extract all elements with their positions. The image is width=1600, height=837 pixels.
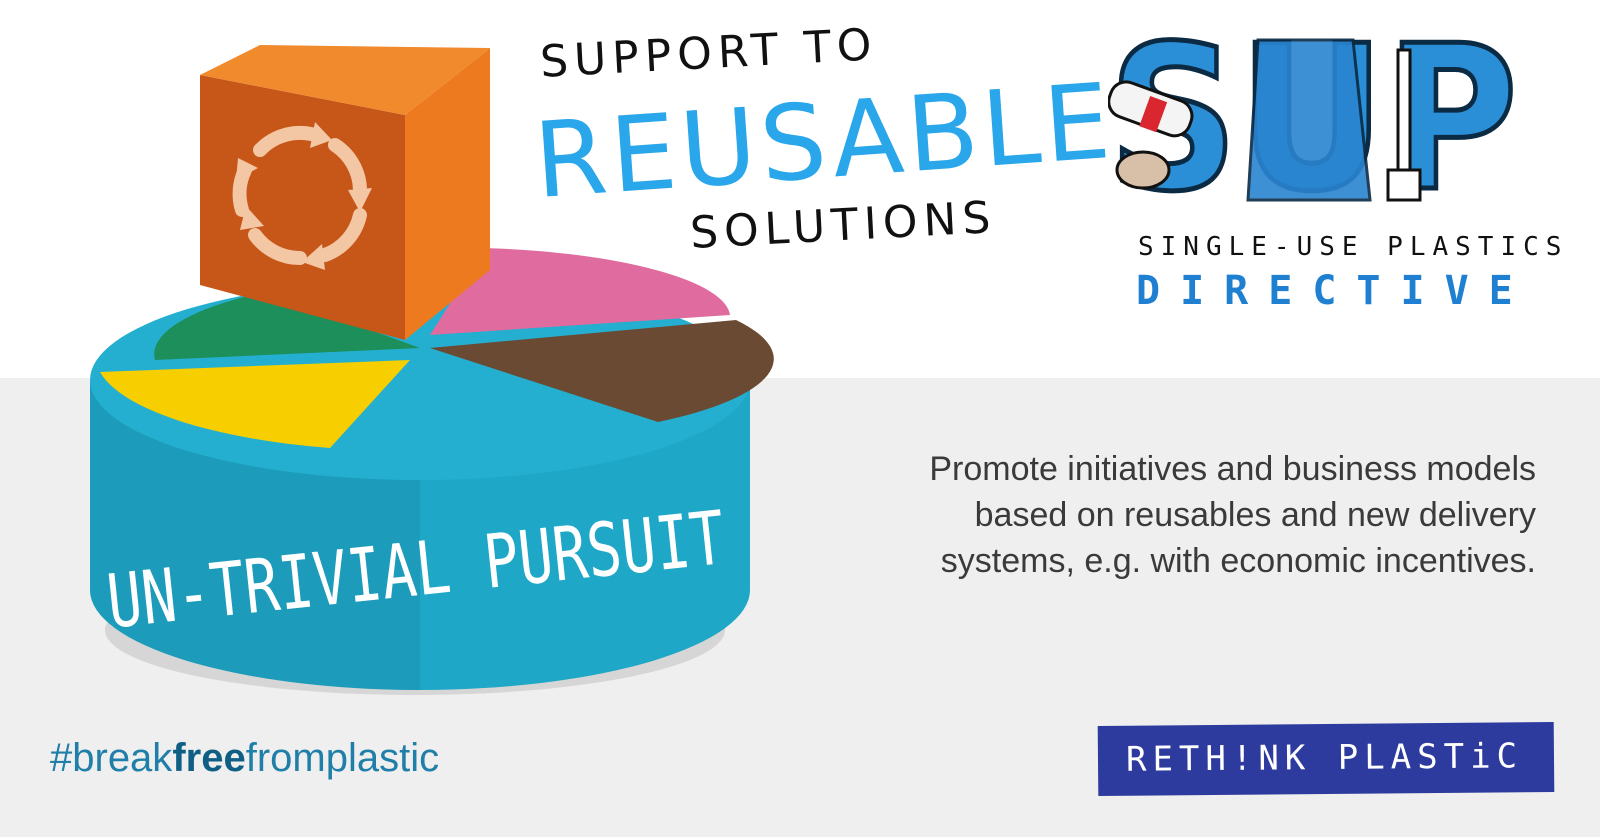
sup-logo: SUP (1108, 10, 1521, 210)
orange-wedge-side (405, 48, 490, 340)
recycle-arrows-icon (232, 125, 367, 266)
description-text: Promote initiatives and business models … (929, 450, 1536, 580)
hashtag-part-2: free (172, 736, 246, 780)
fork-icon (1386, 48, 1422, 202)
headline: SUPPORT TO REUSABLE SOLUTIONS (530, 19, 1117, 259)
hashtag-part-3: fromplastic (245, 736, 440, 780)
sup-directive: DIRECTIVE (1136, 268, 1533, 314)
headline-line-1: SUPPORT TO (538, 19, 879, 88)
pie-side-shade (90, 380, 420, 690)
pie-illustration: UN-TRIVIAL PURSUIT (90, 45, 774, 695)
sup-subtitle: SINGLE-USE PLASTICS (1138, 232, 1569, 262)
cup-icon (1115, 150, 1171, 190)
pie-slice-pink (430, 248, 730, 335)
plastic-bag-icon (1246, 38, 1372, 202)
hashtag: #breakfreefromplastic (50, 736, 439, 781)
rethink-plastic-label: RETH!NK PLASTiC (1125, 736, 1524, 780)
pie-slice-yellow (100, 360, 410, 448)
orange-wedge-front (200, 75, 405, 340)
plastic-bottle-icon (1108, 80, 1194, 138)
rethink-plastic-badge: RETH!NK PLASTiC (1097, 722, 1555, 796)
recycle-arrowheads (236, 122, 372, 270)
headline-line-2: REUSABLE (530, 59, 1118, 223)
orange-wedge-top (200, 45, 490, 115)
pie-slice-brown (430, 320, 774, 422)
pie-slice-green (154, 292, 420, 360)
hashtag-part-1: #break (50, 736, 173, 780)
